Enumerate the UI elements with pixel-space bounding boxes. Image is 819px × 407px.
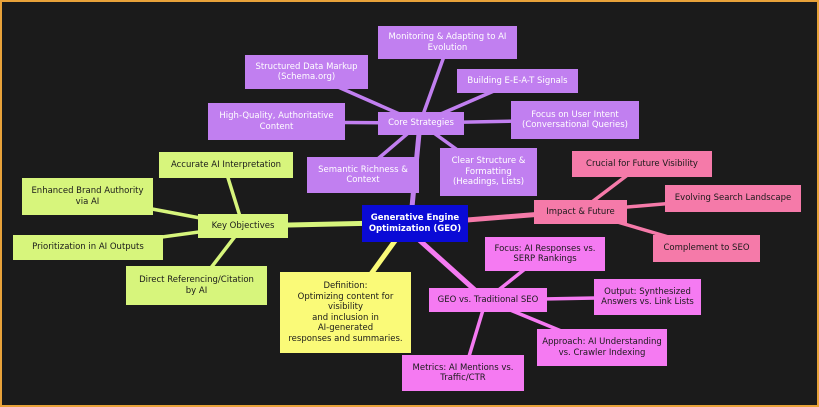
node-definition[interactable]: Definition: Optimizing content for visib… (280, 272, 411, 353)
node-user-intent[interactable]: Focus on User Intent (Conversational Que… (511, 101, 639, 139)
node-enhanced-brand-authority[interactable]: Enhanced Brand Authority via AI (22, 178, 153, 215)
node-prioritization-ai-outputs[interactable]: Prioritization in AI Outputs (13, 235, 163, 260)
node-root-geo[interactable]: Generative Engine Optimization (GEO) (362, 205, 468, 242)
node-approach-ai-understanding[interactable]: Approach: AI Understanding vs. Crawler I… (537, 329, 667, 366)
node-crucial-future-visibility[interactable]: Crucial for Future Visibility (572, 151, 712, 177)
node-clear-structure[interactable]: Clear Structure & Formatting (Headings, … (440, 148, 537, 196)
node-complement-seo[interactable]: Complement to SEO (653, 235, 760, 262)
node-core-strategies[interactable]: Core Strategies (378, 112, 464, 135)
node-impact-future[interactable]: Impact & Future (534, 200, 627, 224)
node-evolving-search-landscape[interactable]: Evolving Search Landscape (665, 185, 801, 212)
node-structured-data-markup[interactable]: Structured Data Markup (Schema.org) (245, 55, 368, 89)
node-eeat-signals[interactable]: Building E-E-A-T Signals (457, 69, 578, 93)
node-focus-ai-responses[interactable]: Focus: AI Responses vs. SERP Rankings (485, 237, 605, 271)
node-accurate-ai-interpretation[interactable]: Accurate AI Interpretation (159, 152, 293, 178)
node-geo-vs-seo[interactable]: GEO vs. Traditional SEO (429, 288, 547, 312)
node-high-quality-content[interactable]: High-Quality, Authoritative Content (208, 103, 345, 140)
node-monitoring-ai-evolution[interactable]: Monitoring & Adapting to AI Evolution (378, 26, 517, 59)
node-key-objectives[interactable]: Key Objectives (198, 214, 288, 238)
node-metrics-ai-mentions[interactable]: Metrics: AI Mentions vs. Traffic/CTR (402, 355, 524, 391)
node-semantic-richness[interactable]: Semantic Richness & Context (307, 157, 419, 193)
edge-core-monitoring (418, 46, 449, 125)
node-output-synthesized[interactable]: Output: Synthesized Answers vs. Link Lis… (594, 279, 701, 315)
node-direct-referencing[interactable]: Direct Referencing/Citation by AI (126, 266, 267, 305)
